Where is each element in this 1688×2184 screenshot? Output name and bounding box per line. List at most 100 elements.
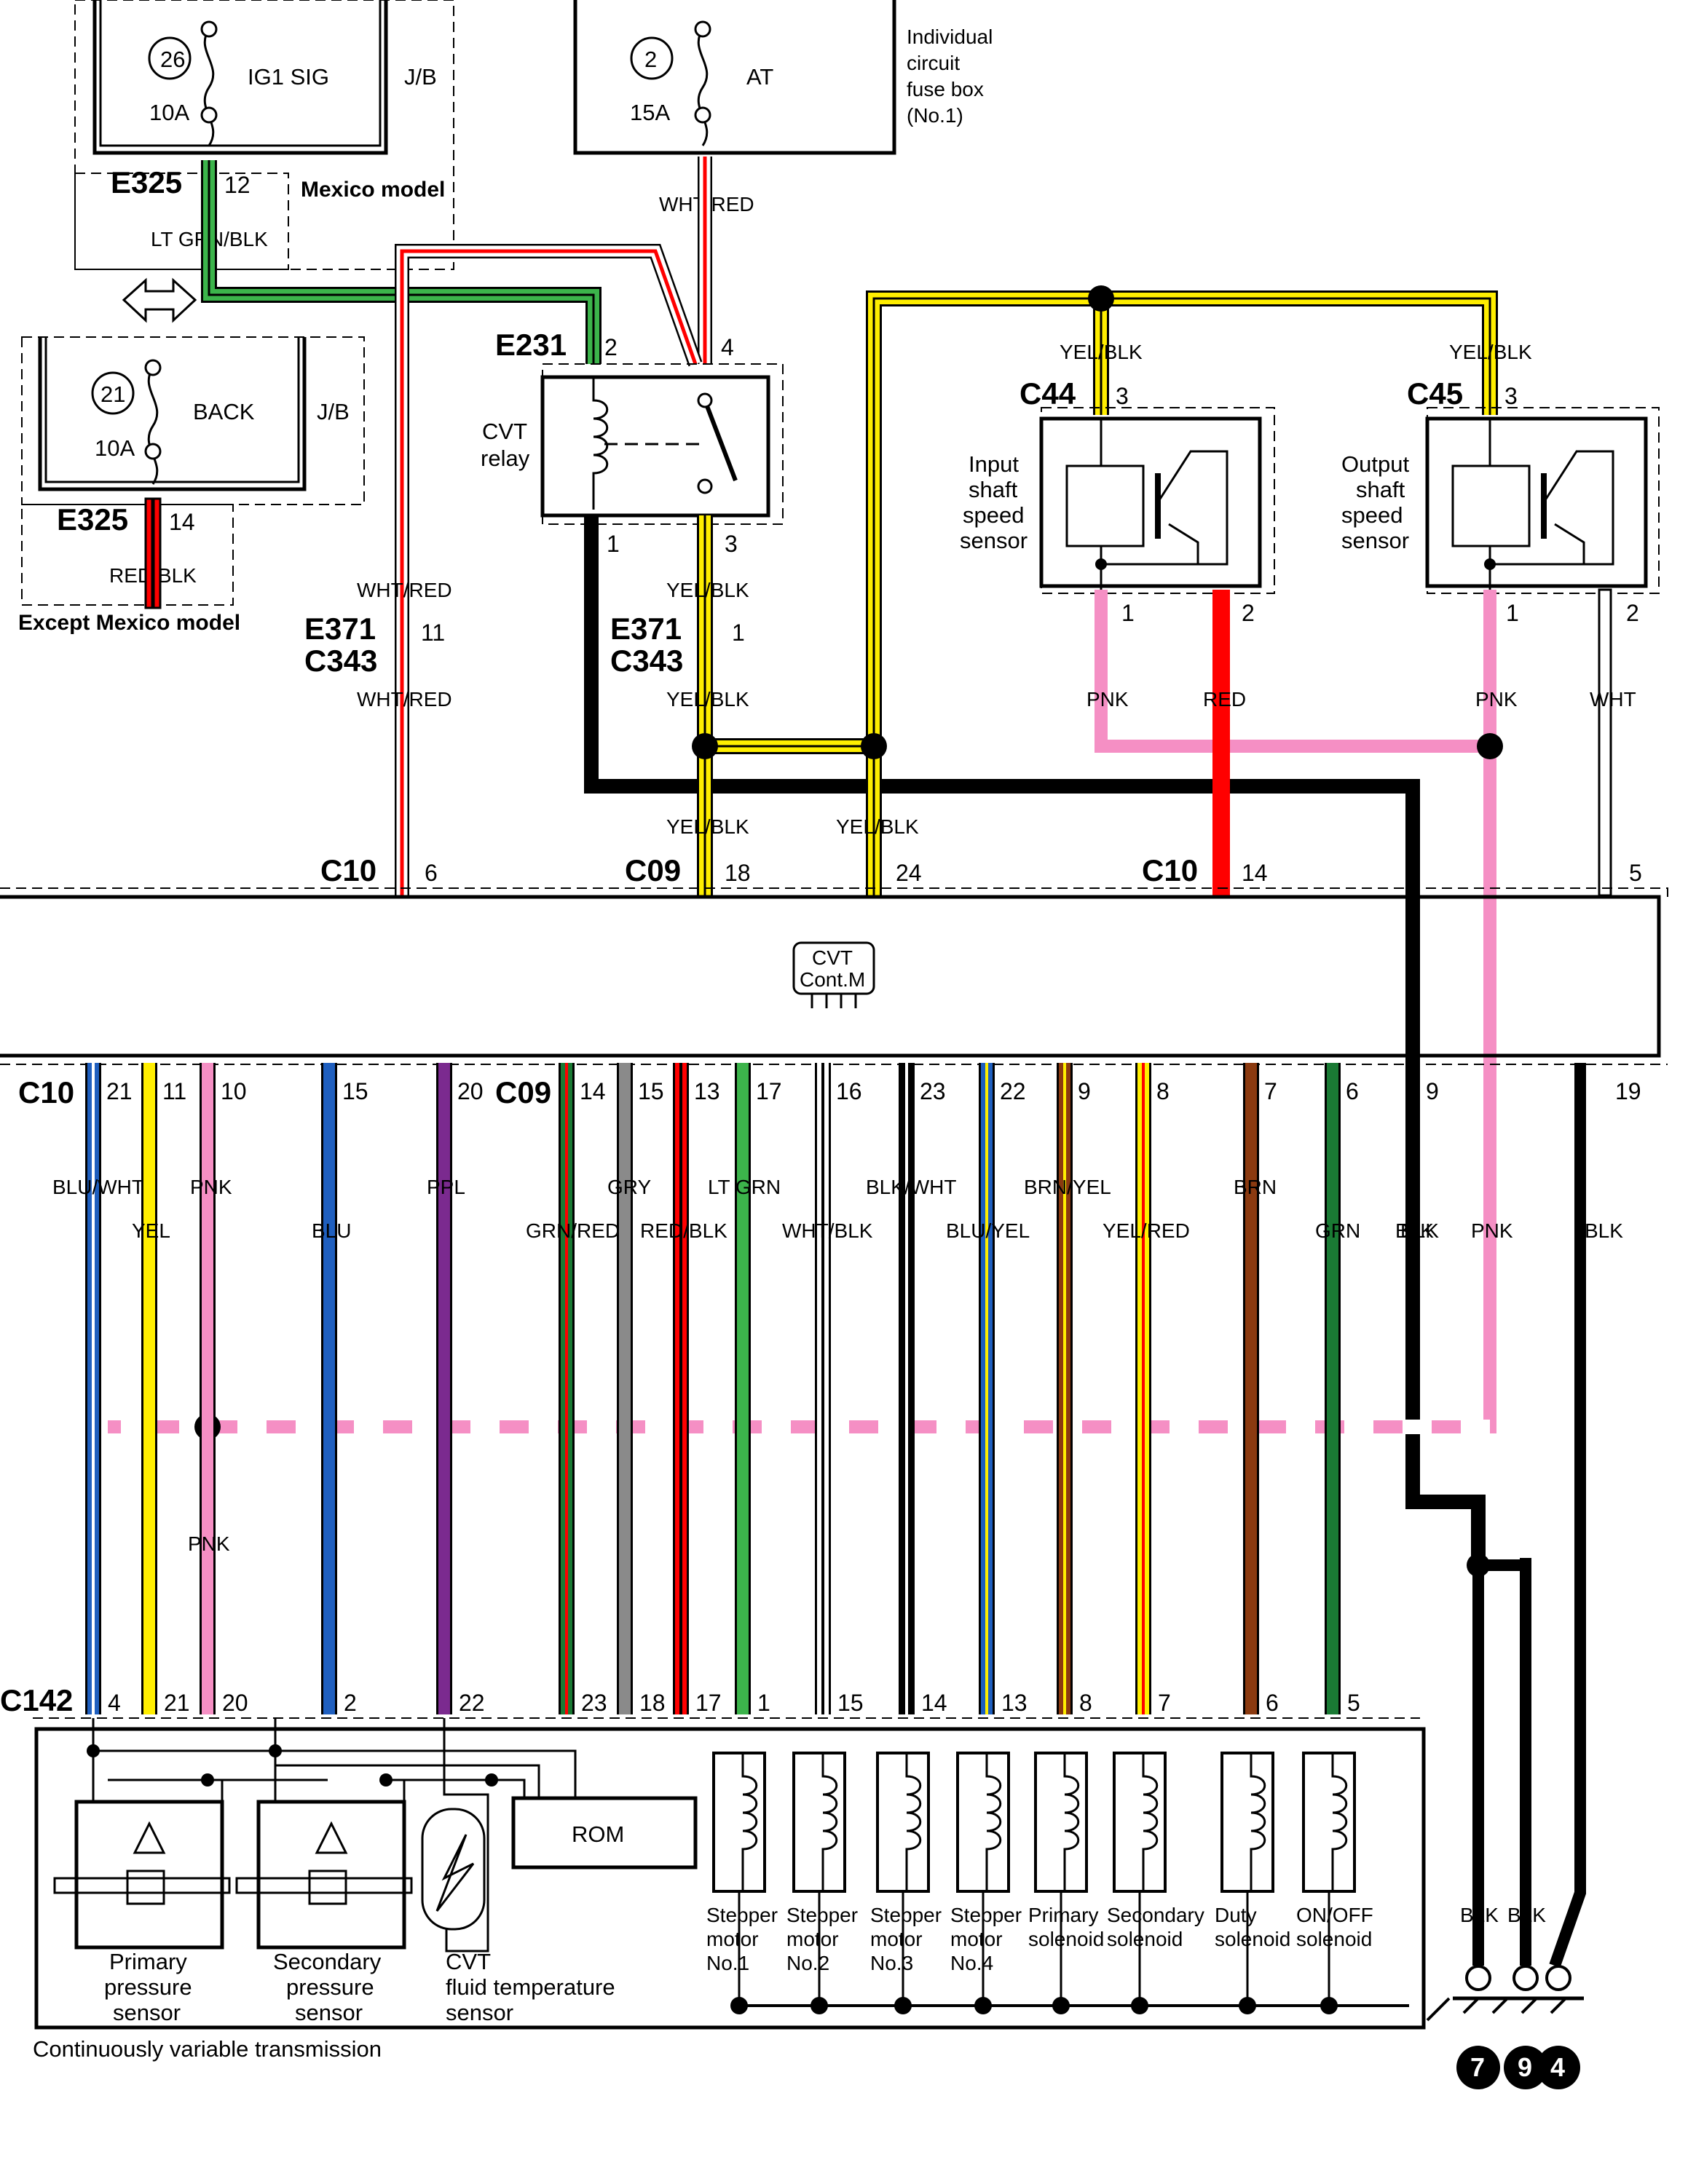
pin-c09-24: 24 [896, 860, 922, 886]
fuse-2-name: AT [746, 64, 773, 90]
coil-label: motor [950, 1928, 1003, 1950]
fuse-26-symbol [203, 28, 215, 146]
pin-e325-12: 12 [224, 172, 251, 198]
wire-whtred-to-c10-6 [400, 249, 698, 895]
wire-wht [1598, 588, 1612, 897]
ecm-wire-label: LT GRN [708, 1176, 781, 1198]
input-shaft-speed-sensor: C44 3 Input shaft speed sensor 1 2 [960, 376, 1275, 626]
fuse-21-amp: 10A [95, 435, 135, 461]
coil-label: solenoid [1215, 1928, 1290, 1950]
ecm-pin-8: 8 [1156, 1078, 1170, 1104]
ecm-pin-19: 19 [1615, 1078, 1641, 1104]
coil-label: motor [786, 1928, 839, 1950]
ecm-pin-15: 15 [638, 1078, 664, 1104]
ecm-icon [792, 941, 875, 995]
temp-label-1: CVT [446, 1949, 491, 1974]
pin-c10-14: 14 [1242, 860, 1268, 886]
ecm-wire-label: BLK [1585, 1219, 1623, 1242]
ground-4-label: 4 [1550, 2052, 1565, 2082]
c142-pin-21: 21 [164, 1690, 190, 1716]
fuse-26-amp: 10A [149, 100, 189, 125]
c44-label: C44 [1019, 376, 1076, 411]
c142-pin-22: 22 [459, 1690, 485, 1716]
ecm-pin-20: 20 [457, 1078, 484, 1104]
c142-pin-17: 17 [695, 1690, 722, 1716]
os-label-4: sensor [1341, 528, 1409, 553]
ecm-wire-label: BLK [1395, 1219, 1434, 1242]
ecm-wire-label: BRN/YEL [1024, 1176, 1111, 1198]
os-label-3: speed [1341, 502, 1403, 528]
c09-top-label: C09 [625, 853, 681, 887]
fuse-26-num: 26 [160, 47, 185, 72]
extra-wire-label: PNK [1471, 1219, 1513, 1242]
wire-whtred-label-3: WHT/RED [357, 688, 452, 711]
c142-pin-15: 15 [837, 1690, 864, 1716]
ecm-pin-22: 22 [1000, 1078, 1026, 1104]
ecm-pin-21: 21 [106, 1078, 133, 1104]
cvt-relay [540, 375, 770, 518]
coil-label: solenoid [1107, 1928, 1183, 1950]
relay-label-1: CVT [482, 419, 527, 444]
is-label-2: shaft [969, 477, 1018, 502]
c142-pin-6: 6 [1266, 1690, 1279, 1716]
c142-pin-13: 13 [1001, 1690, 1028, 1716]
ecm-pin-23: 23 [920, 1078, 946, 1104]
fuse-21-num: 21 [100, 381, 125, 407]
fuse-21-name: BACK [193, 399, 255, 424]
ecm-wire-label: PNK [190, 1176, 232, 1198]
coil-label: Duty [1215, 1904, 1257, 1926]
sps-label-1: Secondary [273, 1949, 382, 1974]
c142-pin-4: 4 [108, 1690, 121, 1716]
ecm-label-1: CVT [812, 946, 853, 969]
os-label-1: Output [1341, 451, 1409, 477]
wire-yelblk-label-4: YEL/BLK [836, 815, 919, 838]
c10-top-label: C10 [320, 853, 376, 887]
fuse-2-block: 2 AT 15A [573, 0, 896, 155]
coil-label: No.3 [870, 1952, 913, 1974]
pin-c45-2: 2 [1626, 600, 1639, 626]
coil-label: Stepper [950, 1904, 1022, 1926]
ecm-wire-label: BRN [1234, 1176, 1277, 1198]
note-line-3: fuse box [907, 78, 984, 100]
is-label-4: sensor [960, 528, 1028, 553]
ecm-pin-11: 11 [162, 1078, 186, 1104]
c343-left: C343 [304, 644, 377, 678]
os-label-2: shaft [1356, 477, 1405, 502]
sps-label-3: sensor [295, 2000, 363, 2025]
is-label-3: speed [963, 502, 1024, 528]
fuse-26-jb: J/B [404, 64, 437, 90]
wire-yelblk [697, 290, 1498, 895]
pin-relay-1: 1 [607, 531, 620, 557]
fuse-21-block: 21 BACK 10A J/B [21, 336, 365, 606]
e231-label: E231 [495, 328, 567, 362]
wire-blk-relay-ground [584, 515, 1486, 1558]
pin-c09-18: 18 [725, 860, 751, 886]
wire-pnk-label-2: PNK [1475, 688, 1518, 711]
extra-wire-label: BLK [1400, 1219, 1439, 1242]
cvt-control-module [0, 895, 1661, 1058]
coil-label: Stepper [786, 1904, 858, 1926]
coil-label: Stepper [706, 1904, 778, 1926]
c142-pin-23: 23 [581, 1690, 607, 1716]
secondary-pressure-sensor: Secondary pressure sensor [235, 1718, 413, 2025]
wire-pnk-output [108, 590, 1496, 1433]
coil-label: ON/OFF [1296, 1904, 1373, 1926]
ecm-pin-13: 13 [694, 1078, 720, 1104]
ecm-pin-9: 9 [1426, 1078, 1439, 1104]
pin-e371-1: 1 [732, 620, 745, 646]
sps-label-2: pressure [286, 1974, 374, 2000]
ground-blk-label-1: BLK [1460, 1904, 1499, 1926]
ecm-wire-label: GRN [1315, 1219, 1360, 1242]
pin-e371-11: 11 [421, 620, 445, 646]
e371-right: E371 [610, 612, 682, 646]
ecm-wire-label: BLU/YEL [946, 1219, 1030, 1242]
pin-c45-1: 1 [1506, 600, 1519, 626]
coil-label: motor [706, 1928, 759, 1950]
pps-label-1: Primary [109, 1949, 187, 1974]
